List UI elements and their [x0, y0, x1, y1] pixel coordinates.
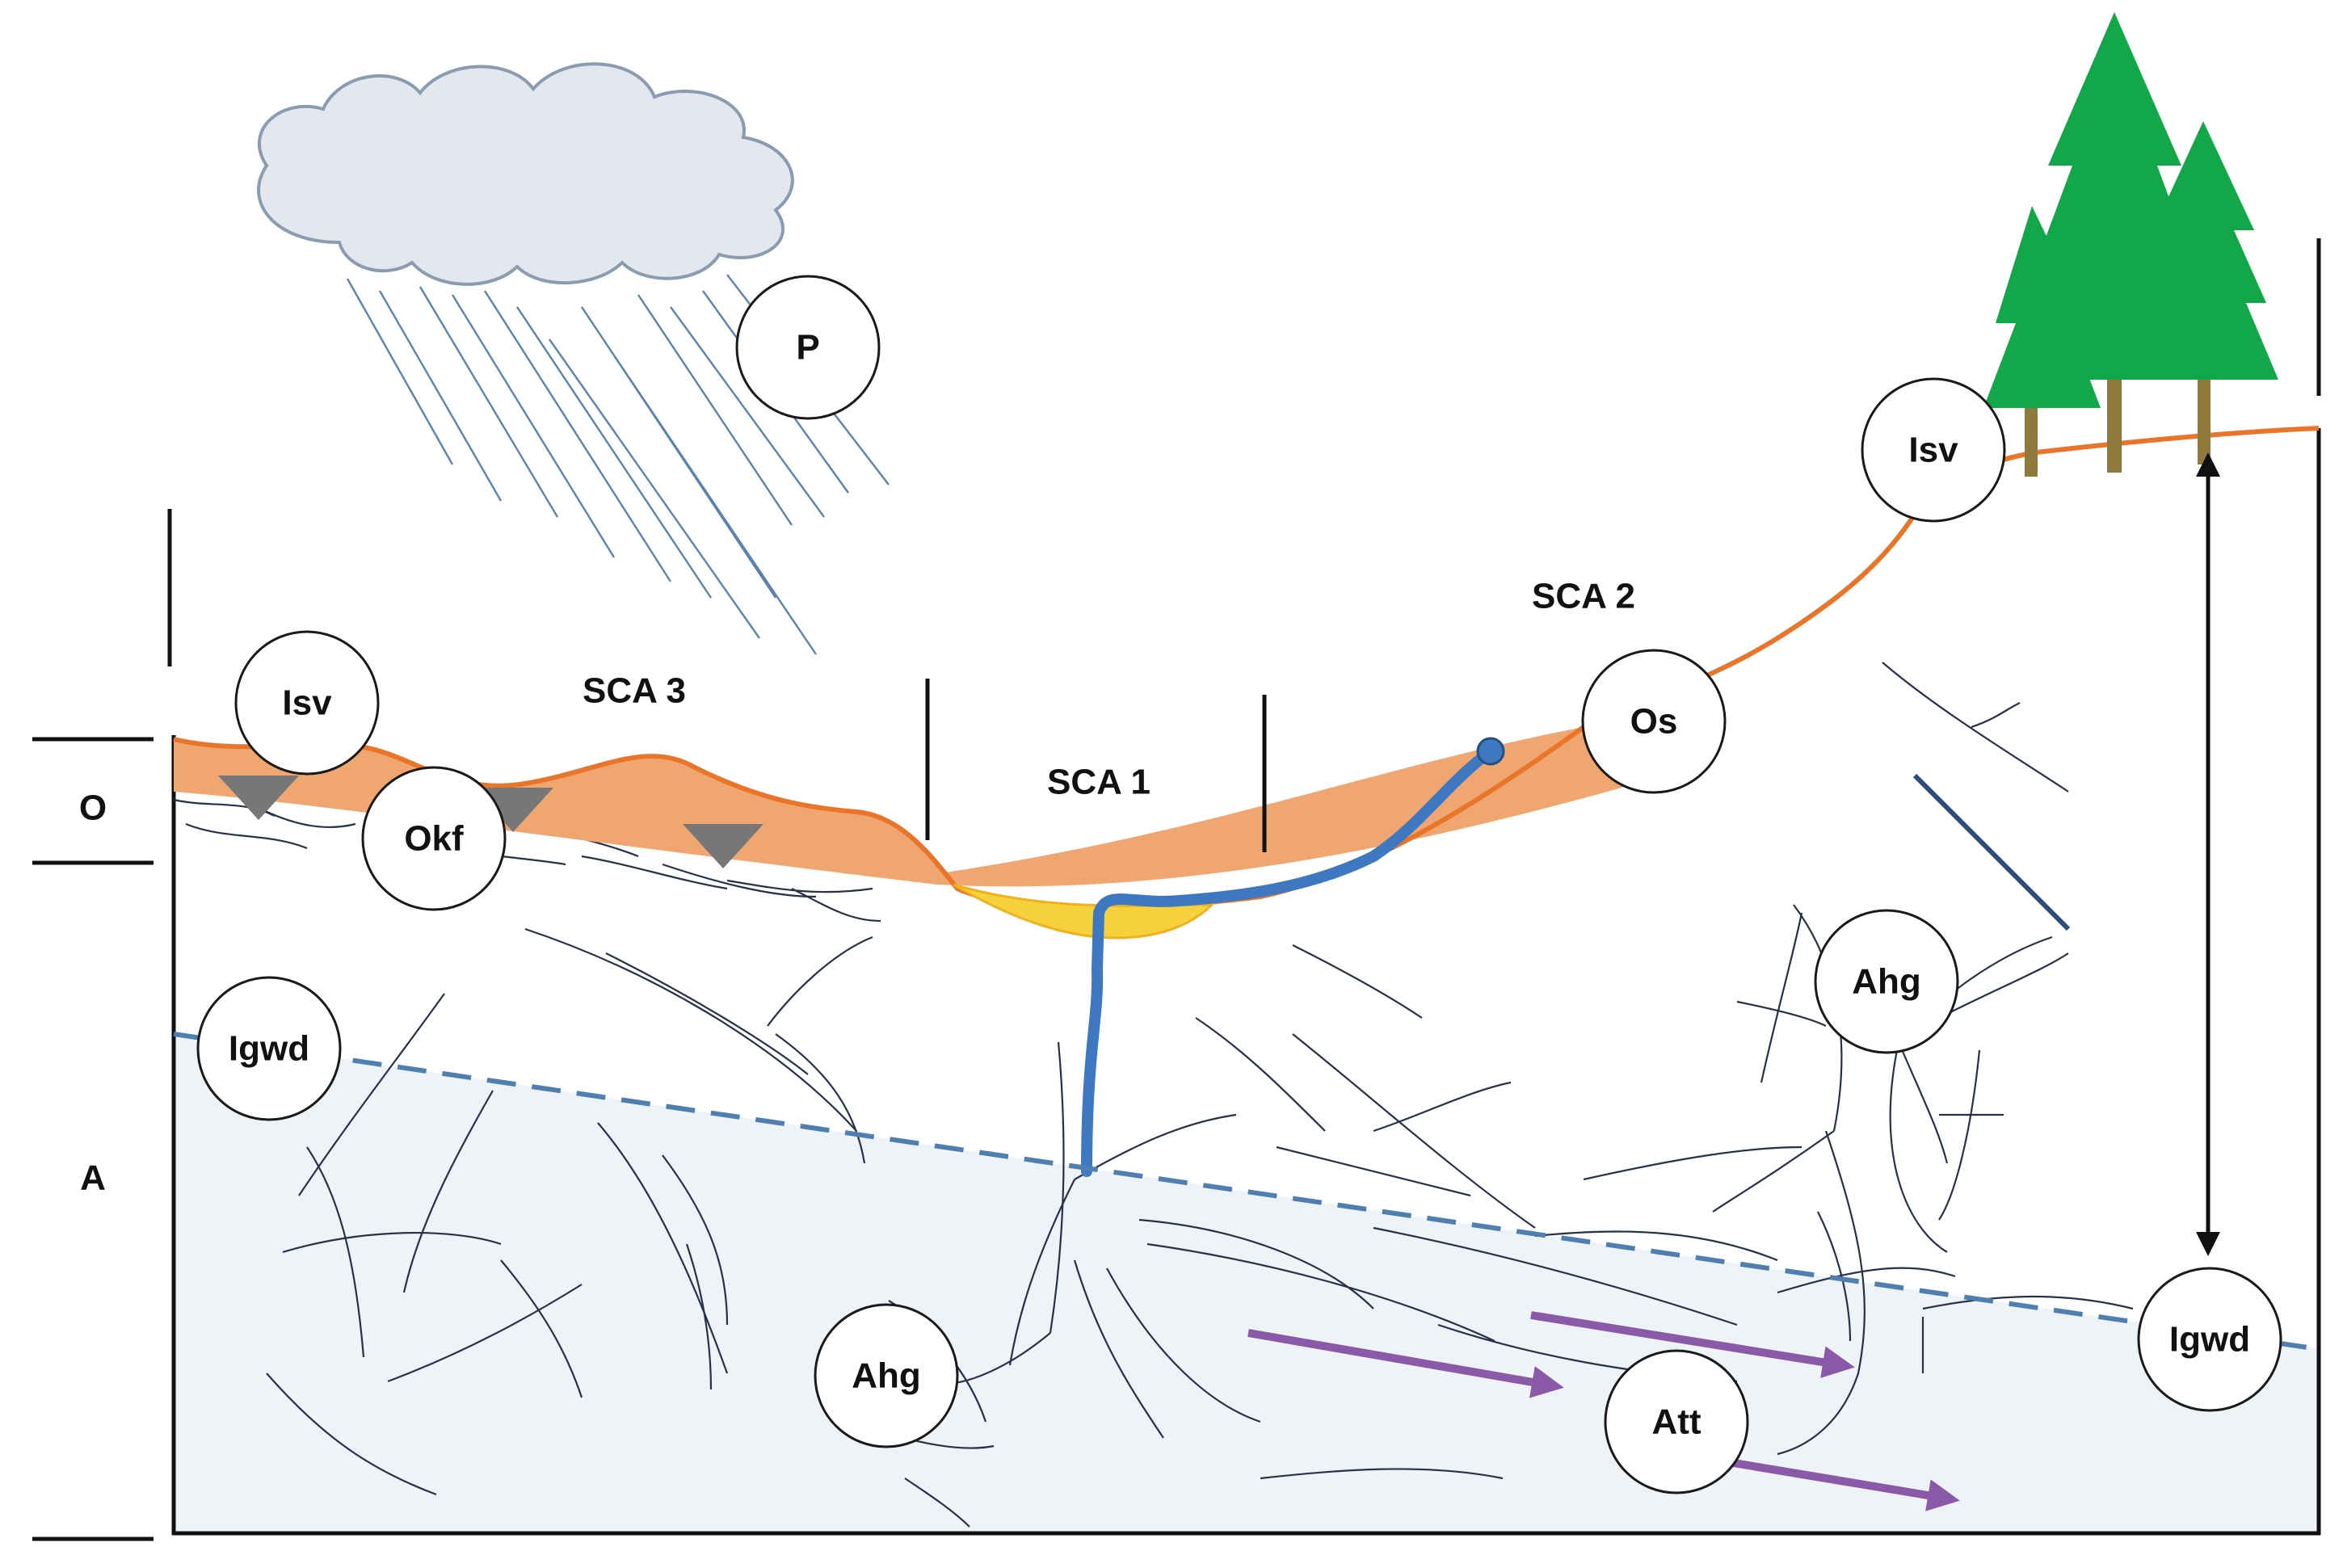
zone-label-o: O: [79, 788, 107, 828]
section-label-sca1: SCA 1: [1047, 763, 1150, 802]
soil-bottom-fill: [174, 739, 945, 885]
node-att-label: Att: [1651, 1402, 1701, 1442]
groundwater-zone: [174, 1034, 2319, 1533]
node-att: Att: [1604, 1349, 1749, 1494]
node-igwd-left-label: Igwd: [229, 1029, 309, 1069]
node-okf: Okf: [361, 766, 507, 911]
zone-label-a: A: [80, 1158, 106, 1198]
soil-layer: [174, 725, 1664, 887]
groundwater-flow-arrows: [1247, 1311, 1960, 1511]
node-ahg-right: Ahg: [1814, 909, 1959, 1054]
node-isv-left: Isv: [234, 630, 380, 776]
node-os-label: Os: [1630, 702, 1678, 742]
node-igwd-left: Igwd: [196, 976, 342, 1121]
node-isv-left-label: Isv: [282, 683, 332, 723]
stream-source: [1476, 737, 1505, 766]
node-isv-right-label: Isv: [1908, 431, 1958, 470]
fracture-network: [266, 662, 2134, 1528]
cloud-icon: [257, 62, 794, 286]
node-p: P: [735, 275, 881, 420]
stream-channel: [1081, 746, 1496, 1177]
rain-icon: [346, 274, 890, 655]
node-ahg-right-label: Ahg: [1852, 962, 1921, 1002]
node-igwd-right: Igwd: [2137, 1267, 2282, 1412]
node-os: Os: [1581, 649, 1727, 794]
highlighted-fracture: [1912, 773, 2071, 931]
section-label-sca2: SCA 2: [1532, 577, 1635, 616]
tree-icon: [1983, 12, 2278, 477]
node-igwd-right-label: Igwd: [2169, 1320, 2250, 1360]
stream-pond: [953, 883, 1215, 940]
section-label-sca3: SCA 3: [583, 671, 686, 711]
node-ahg-left: Ahg: [814, 1303, 959, 1448]
node-p-label: P: [796, 328, 819, 368]
node-ahg-left-label: Ahg: [852, 1356, 921, 1396]
node-isv-right: Isv: [1861, 377, 2006, 523]
node-okf-label: Okf: [404, 819, 464, 859]
